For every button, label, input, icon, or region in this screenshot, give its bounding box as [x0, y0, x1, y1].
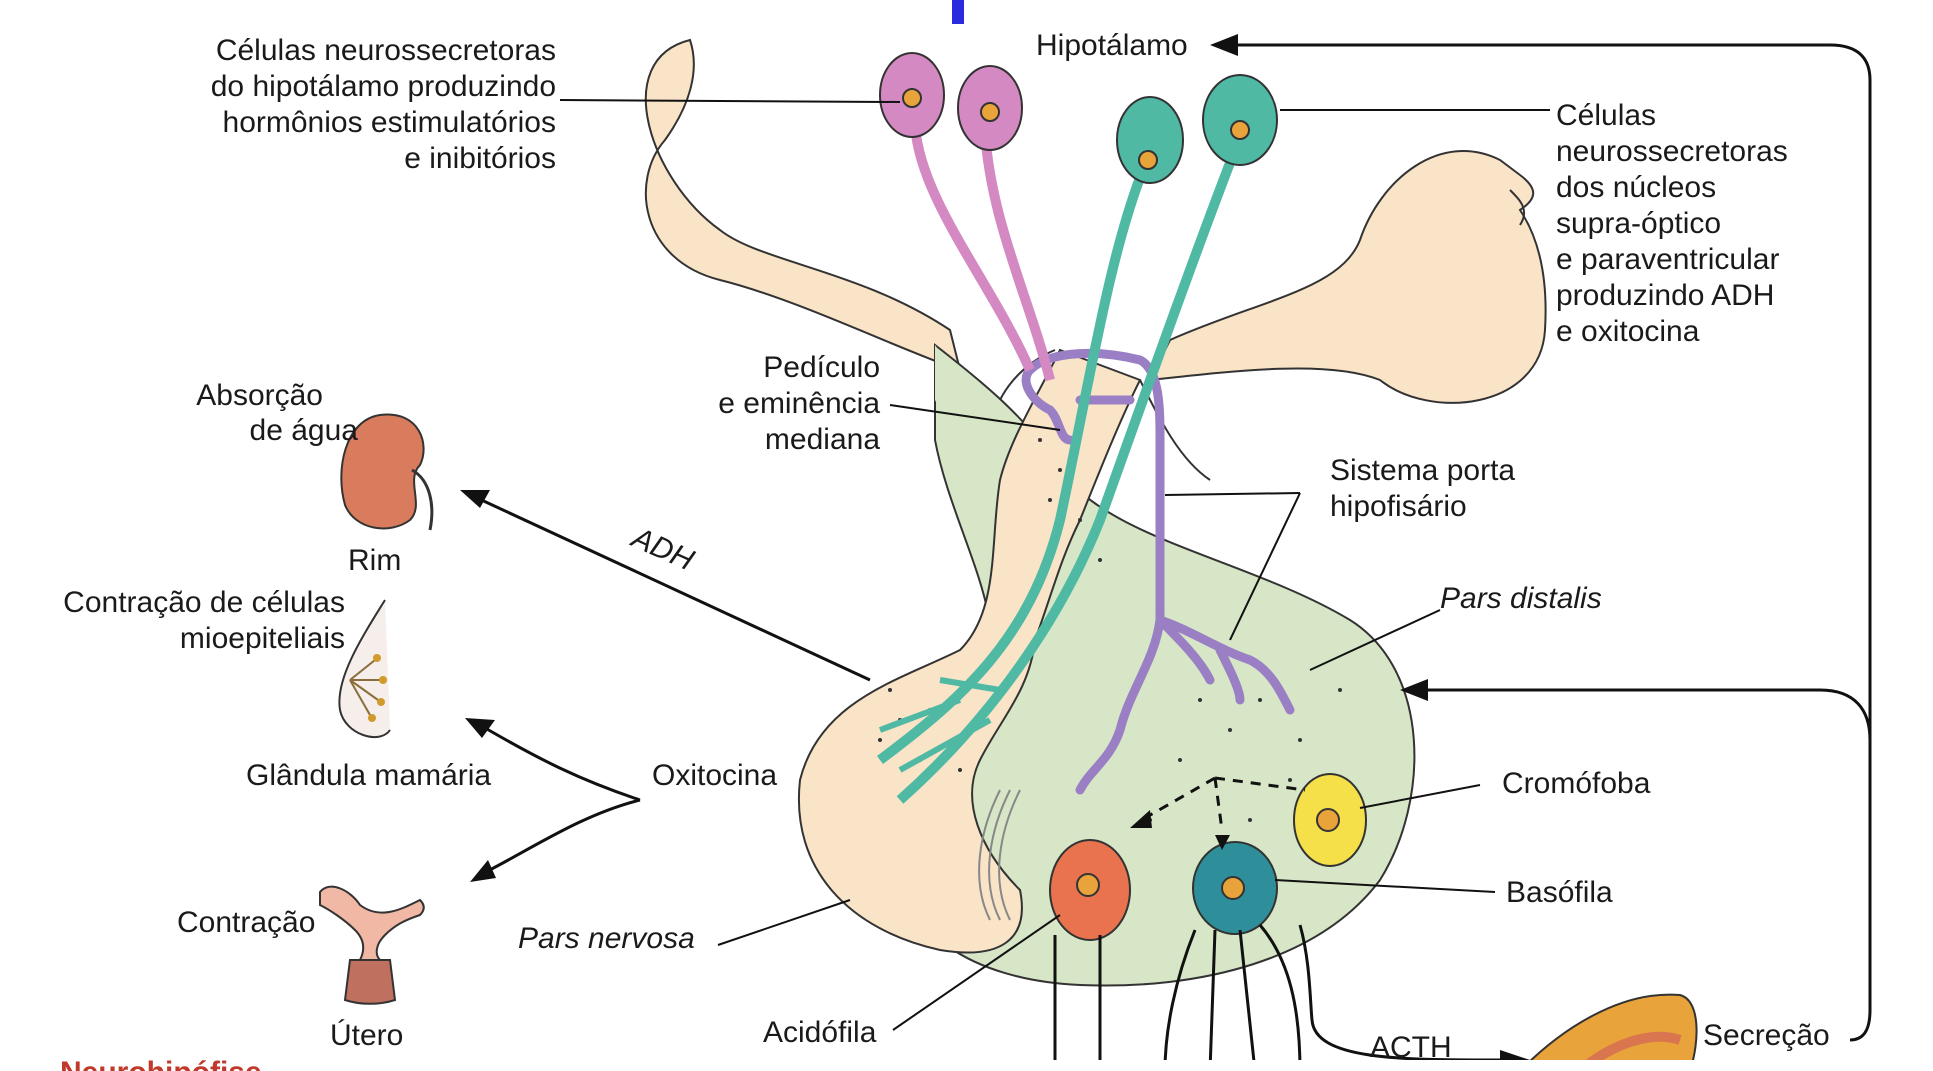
label-line: Absorção: [196, 379, 323, 412]
pediculo-label: Pedículo e eminência mediana: [718, 351, 880, 456]
acth-label: ACTH: [1370, 1031, 1452, 1064]
utero-label: Útero: [330, 1019, 403, 1052]
footer-partial-title: Neurohipófise: [60, 1056, 262, 1071]
label-line: de água: [250, 414, 359, 447]
pars-nervosa-label: Pars nervosa: [518, 922, 695, 955]
label-line: hormônios estimulatórios: [223, 106, 556, 139]
label-line: Células: [1556, 99, 1656, 132]
basophil-cell: [1193, 842, 1277, 934]
label-line: e inibitórios: [404, 142, 556, 175]
label-line: Sistema porta: [1330, 454, 1515, 487]
label-line: dos núcleos: [1556, 171, 1716, 204]
label-line: Pedículo: [763, 351, 880, 384]
label-line: Células neurossecretoras: [216, 34, 556, 67]
label-line: mediana: [765, 423, 880, 456]
mammary-gland-icon: [339, 600, 390, 737]
label-line: neurossecretoras: [1556, 135, 1788, 168]
label-line: e paraventricular: [1556, 243, 1779, 276]
oxitocina-label: Oxitocina: [652, 759, 777, 792]
contracao-celulas-label: Contração de células mioepiteliais: [63, 586, 345, 655]
pars-distalis-label: Pars distalis: [1440, 582, 1602, 615]
sistema-porta-label: Sistema porta hipofisário: [1330, 454, 1515, 523]
adh-arrow: [475, 497, 870, 680]
label-line: e oxitocina: [1556, 315, 1700, 348]
oxytocin-arrows: [480, 725, 640, 875]
glandula-label: Glândula mamária: [246, 759, 491, 792]
hypothalamic-cells-label: Células neurossecretoras do hipotálamo p…: [211, 34, 556, 175]
label-line: mioepiteliais: [180, 622, 345, 655]
label-line: do hipotálamo produzindo: [211, 70, 556, 103]
label-line: hipofisário: [1330, 490, 1467, 523]
label-line: Contração de células: [63, 586, 345, 619]
label-line: supra-óptico: [1556, 207, 1721, 240]
secrecao-label: Secreção: [1703, 1019, 1830, 1052]
uterus-icon: [320, 887, 424, 1004]
adh-label: ADH: [625, 520, 698, 577]
absorcao-label: Absorção de água: [196, 379, 358, 447]
acidofila-label: Acidófila: [763, 1016, 877, 1049]
label-line: produzindo ADH: [1556, 279, 1774, 312]
chromophobe-cell: [1294, 774, 1366, 866]
contracao-label: Contração: [177, 906, 315, 939]
rim-label: Rim: [348, 544, 401, 577]
title-fragment-mark: [952, 0, 964, 24]
supraoptic-cells-label: Células neurossecretoras dos núcleos sup…: [1556, 99, 1788, 348]
acidophil-cell: [1050, 840, 1130, 940]
basofila-label: Basófila: [1506, 876, 1613, 909]
hipotalamo-label: Hipotálamo: [1036, 29, 1188, 62]
cromofoba-label: Cromófoba: [1502, 767, 1651, 800]
label-line: e eminência: [718, 387, 880, 420]
